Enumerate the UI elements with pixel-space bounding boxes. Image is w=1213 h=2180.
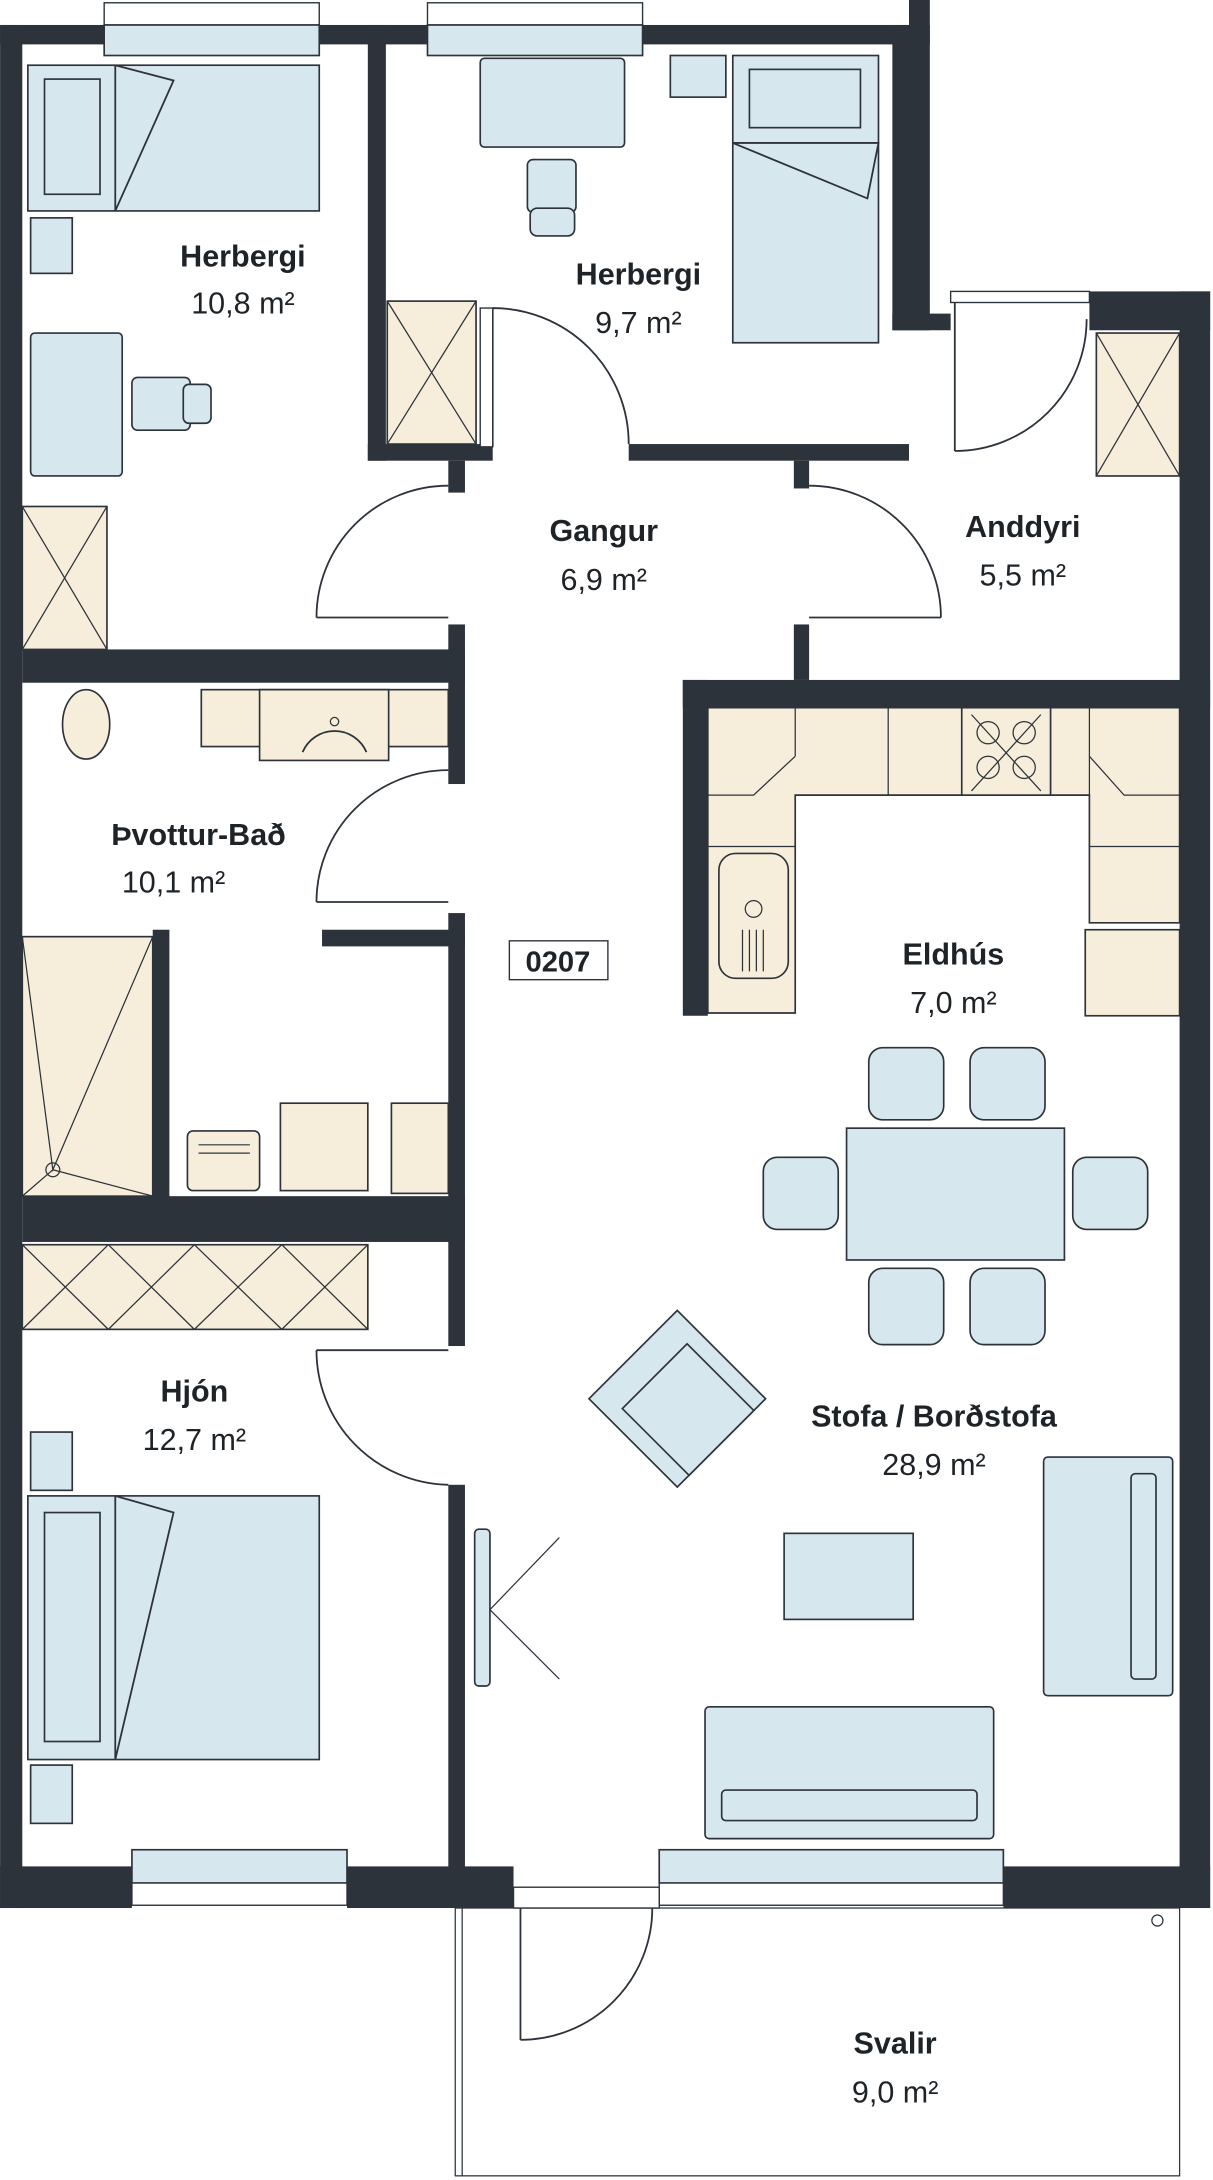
room-area: 10,1 m²	[122, 865, 225, 899]
room-area: 9,0 m²	[852, 2075, 938, 2109]
room-name: Hjón	[160, 1375, 228, 1409]
kitchen-fixtures	[706, 706, 1181, 1017]
room-area: 10,8 m²	[191, 287, 294, 321]
room-name: Þvottur-Bað	[111, 818, 286, 852]
room-name: Herbergi	[576, 257, 702, 291]
room-name: Anddyri	[965, 510, 1080, 544]
room-area: 7,0 m²	[910, 986, 996, 1020]
room-name: Eldhús	[903, 937, 1005, 971]
room-area: 9,7 m²	[595, 306, 681, 340]
room-area: 6,9 m²	[560, 563, 646, 597]
room-name: Svalir	[854, 2027, 937, 2061]
doors	[315, 290, 1091, 2041]
room-area: 12,7 m²	[143, 1423, 246, 1457]
dining-set	[762, 1046, 1149, 1346]
bedroom-1-furniture	[21, 64, 321, 651]
unit-number: 0207	[526, 946, 591, 978]
room-name: Herbergi	[180, 239, 306, 273]
room-name: Gangur	[549, 514, 658, 548]
room-labels: Herbergi 10,8 m² Herbergi 9,7 m² Gangur …	[111, 239, 1080, 2109]
room-area: 5,5 m²	[980, 559, 1066, 593]
walls	[0, 0, 1211, 1909]
balcony	[454, 1907, 1181, 2177]
room-area: 28,9 m²	[882, 1448, 985, 1482]
unit-number-label: 0207	[508, 940, 609, 981]
living-furniture	[473, 1309, 1174, 1840]
entry-wardrobe	[1095, 332, 1181, 477]
bathroom-fixtures	[21, 688, 450, 1197]
windows	[103, 2, 1005, 1906]
room-name: Stofa / Borðstofa	[811, 1400, 1058, 1434]
bedroom-2-furniture	[386, 54, 880, 448]
master-bedroom-furniture	[21, 1243, 369, 1825]
